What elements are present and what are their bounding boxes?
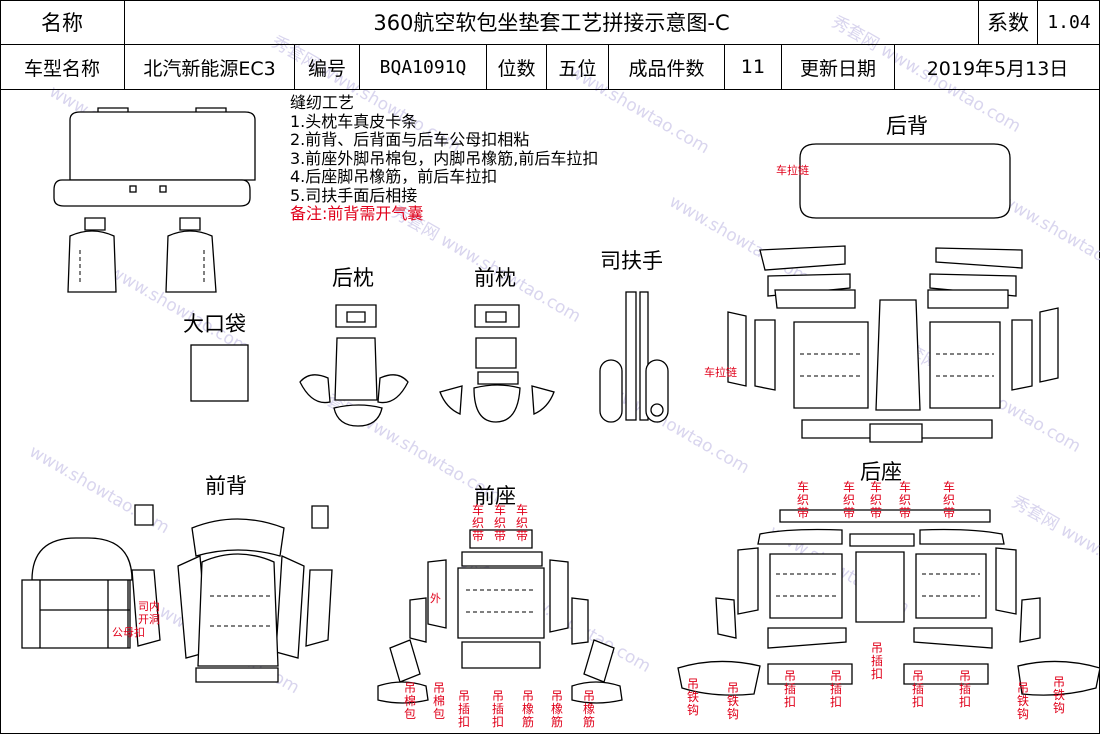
hang-buckle-note: 吊插扣: [491, 689, 504, 729]
webbing-note: 车织带: [515, 503, 528, 543]
note-item-1: 1.头枕车真皮卡条: [290, 111, 418, 131]
hang-hook-note: 吊铁钩: [1052, 675, 1065, 715]
hang-elastic-note: 吊橡筋: [582, 689, 595, 729]
webbing-note: 车织带: [869, 480, 882, 520]
sewing-notes: 缝纫工艺 1.头枕车真皮卡条 2.前背、后背面与后车公母扣相粘 3.前座外脚吊棉…: [290, 93, 599, 224]
seat-overview: [53, 107, 256, 293]
hang-hook-note: 吊铁钩: [686, 677, 699, 717]
section-front-headrest: 前枕: [474, 266, 516, 290]
notes-title: 缝纫工艺: [290, 93, 355, 112]
webbing-note: 车织带: [493, 503, 506, 543]
name-label: 名称: [0, 0, 125, 45]
webbing-note: 车织带: [842, 480, 855, 520]
section-rear-back: 后背: [886, 114, 928, 138]
model-value: 北汽新能源EC3: [125, 45, 295, 90]
pieces-label: 成品件数: [609, 45, 725, 90]
hang-buckle-note: 吊插扣: [958, 669, 971, 709]
hang-elastic-note: 吊橡筋: [521, 689, 534, 729]
armrest-pieces: [599, 291, 669, 423]
drawing-title: 360航空软包坐垫套工艺拼接示意图-C: [125, 0, 979, 45]
rear-seat-pieces: [677, 509, 1100, 696]
section-front-back: 前背: [205, 474, 247, 498]
position-label: 位数: [487, 45, 547, 90]
code-value: BQA1091Q: [360, 45, 487, 90]
webbing-note: 车织带: [898, 480, 911, 520]
note-remark: 备注:前背需开气囊: [290, 204, 424, 223]
section-front-seat: 前座: [474, 484, 516, 508]
hang-buckle-note: 吊插扣: [457, 689, 470, 729]
hang-buckle-note: 吊插扣: [829, 669, 842, 709]
inner-note-1: 司内: [138, 600, 160, 613]
hang-buckle-note: 吊插扣: [870, 641, 883, 681]
hang-hook-note: 吊铁钩: [726, 681, 739, 721]
date-value: 2019年5月13日: [895, 45, 1100, 90]
code-label: 编号: [295, 45, 360, 90]
rear-headrest-pieces: [299, 304, 409, 427]
zipper-note-top: 车拉链: [776, 164, 809, 177]
webbing-note: 车织带: [796, 480, 809, 520]
hang-hook-note: 吊铁钩: [1016, 681, 1029, 721]
model-label: 车型名称: [0, 45, 125, 90]
note-item-4: 4.后座脚吊橡筋，前后车拉扣: [290, 167, 498, 186]
note-item-2: 2.前背、后背面与后车公母扣相粘: [290, 130, 530, 149]
section-armrest: 司扶手: [600, 249, 663, 273]
coef-value: 1.04: [1038, 0, 1100, 45]
hang-cotton-note: 吊棉包: [403, 681, 416, 721]
coef-label: 系数: [979, 0, 1038, 45]
hang-buckle-note: 吊插扣: [783, 669, 796, 709]
note-item-3: 3.前座外脚吊棉包，内脚吊橡筋,前后车拉扣: [290, 148, 599, 168]
rear-back-pieces: [727, 143, 1059, 443]
outer-note: 外: [430, 592, 441, 605]
pieces-value: 11: [725, 45, 782, 90]
inner-note-3: 公母扣: [112, 626, 145, 639]
hang-elastic-note: 吊橡筋: [550, 689, 563, 729]
inner-note-2: 开洞: [138, 613, 160, 626]
position-value: 五位: [547, 45, 609, 90]
section-rear-headrest: 后枕: [332, 266, 374, 290]
zipper-note-side: 车拉链: [704, 366, 737, 379]
front-back-pieces: [21, 504, 333, 683]
front-headrest-pieces: [439, 304, 555, 423]
note-item-5: 5.司扶手面后相接: [290, 185, 418, 205]
webbing-note: 车织带: [471, 503, 484, 543]
webbing-note: 车织带: [942, 480, 955, 520]
front-seat-pieces: [377, 529, 623, 704]
section-big-pocket: 大口袋: [183, 312, 246, 336]
section-rear-seat: 后座: [860, 460, 902, 484]
hang-buckle-note: 吊插扣: [911, 669, 924, 709]
date-label: 更新日期: [782, 45, 895, 90]
big-pocket-piece: [190, 344, 249, 402]
hang-cotton-note: 吊棉包: [432, 681, 445, 721]
